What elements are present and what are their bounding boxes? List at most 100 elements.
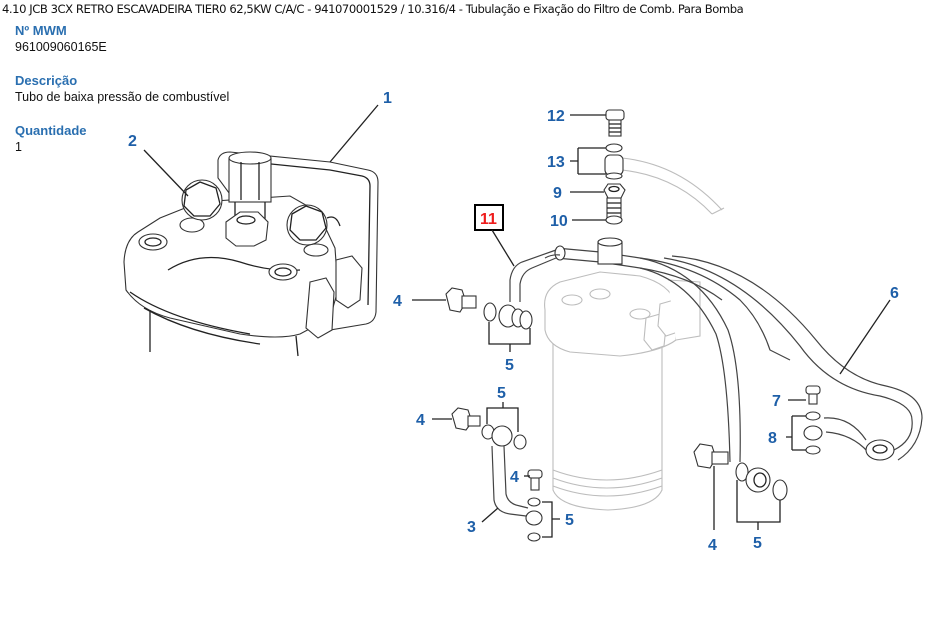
- port: [138, 233, 168, 251]
- description-label: Descrição: [15, 73, 78, 88]
- callout-12[interactable]: 12: [547, 108, 565, 125]
- bolt-7-head: [805, 385, 821, 395]
- callout-4c[interactable]: 4: [510, 469, 519, 486]
- port: [303, 243, 329, 257]
- banjo-bolt-4a-thread: [461, 295, 477, 309]
- callout-5b[interactable]: 5: [497, 385, 506, 402]
- page-title: 4.10 JCB 3CX RETRO ESCAVADEIRA TIER0 62,…: [2, 2, 744, 16]
- part-number-value: 961009060165E: [15, 40, 107, 54]
- bolt-7-thread: [808, 393, 818, 405]
- washer-5b-2: [513, 434, 527, 450]
- washer-8-bottom: [805, 445, 821, 455]
- callout-5d[interactable]: 5: [753, 535, 762, 552]
- port: [268, 263, 298, 281]
- banjo-bolt-4b: [451, 407, 481, 431]
- right-bolt-hex: [289, 205, 327, 241]
- washer-13-top: [605, 143, 623, 153]
- adapter-10: [605, 197, 623, 225]
- callout-6[interactable]: 6: [890, 285, 899, 302]
- bolt-4c: [527, 469, 543, 491]
- tube-left-fitting: [554, 245, 566, 261]
- callout-1[interactable]: 1: [383, 90, 392, 107]
- banjo-bolt-4d-thread: [711, 451, 729, 465]
- bolt-12: [605, 109, 625, 137]
- callout-3[interactable]: 3: [467, 519, 476, 536]
- small-hex: [225, 211, 269, 247]
- hex-facets: [240, 162, 260, 200]
- banjo-3-upper: [491, 425, 513, 447]
- banjo-6: [803, 425, 823, 441]
- description-value: Tubo de baixa pressão de combustível: [15, 90, 230, 104]
- washer-5d-1: [735, 462, 749, 482]
- port-inner: [274, 267, 292, 277]
- bracket-5b: [486, 402, 519, 432]
- quantity-value: 1: [15, 140, 22, 154]
- center-hex-fitting: [228, 157, 272, 203]
- bolt-2-hex: [183, 181, 221, 217]
- part-number-group: Nº MWM 961009060165E: [15, 22, 275, 56]
- nut-9: [603, 183, 626, 199]
- adapter-10-base: [605, 215, 623, 225]
- pipe-11-left: [509, 249, 557, 302]
- center-hex-top: [228, 151, 272, 165]
- pipe-11-join: [544, 254, 561, 259]
- callout-7[interactable]: 7: [772, 393, 781, 410]
- leader-1: [329, 104, 379, 163]
- description-group: Descrição Tubo de baixa pressão de combu…: [15, 72, 275, 106]
- right-bolt-thread: [326, 216, 341, 227]
- washer-5d-2: [772, 479, 788, 501]
- small-hex-top: [236, 215, 256, 225]
- callout-9[interactable]: 9: [553, 185, 562, 202]
- callout-11-box[interactable]: 11: [474, 204, 504, 231]
- body-rim: [129, 291, 251, 335]
- bracket-5a: [488, 322, 531, 352]
- side-plug-lower: [305, 277, 335, 339]
- callout-11[interactable]: 11: [480, 211, 497, 228]
- side-plug-upper: [335, 255, 363, 309]
- banjo-13: [604, 154, 624, 176]
- callout-5a[interactable]: 5: [505, 357, 514, 374]
- bolt-12-threads: [609, 123, 621, 133]
- hose-6: [663, 255, 923, 461]
- callout-4a[interactable]: 4: [393, 293, 402, 310]
- leader-6: [839, 299, 891, 375]
- port-inner: [144, 237, 162, 247]
- callout-4b[interactable]: 4: [416, 412, 425, 429]
- bolt-4c-head: [527, 469, 543, 479]
- washer-13-bottom: [605, 172, 623, 180]
- return-hose-end: [711, 207, 725, 215]
- return-hose-ghost: [621, 157, 723, 215]
- callout-5c[interactable]: 5: [565, 512, 574, 529]
- bracket-edge: [231, 159, 371, 306]
- callout-8[interactable]: 8: [768, 430, 777, 447]
- bracket-5d: [736, 480, 781, 530]
- part-number-label: Nº MWM: [15, 23, 67, 38]
- bracket-5c: [542, 501, 560, 538]
- leader-11: [491, 229, 515, 267]
- banjo-bolt-4d: [693, 443, 729, 469]
- filter-canister: [552, 328, 663, 511]
- nut-9-hole: [608, 185, 620, 193]
- leader-3: [481, 507, 499, 523]
- pipe-3: [491, 445, 529, 517]
- banjo-top-ring: [597, 237, 623, 247]
- callout-10[interactable]: 10: [550, 213, 568, 230]
- bolt-4c-thread: [530, 477, 540, 491]
- banjo-3-lower: [525, 510, 543, 526]
- washers-13: [604, 143, 624, 180]
- leader-2: [143, 149, 189, 197]
- port-ghost: [561, 294, 583, 306]
- hose-6-banjo: [865, 439, 895, 461]
- bolt-7: [805, 385, 821, 405]
- washer-5a-1: [483, 302, 497, 322]
- callout-4d[interactable]: 4: [708, 537, 717, 554]
- right-bolt-head: [286, 204, 328, 246]
- washer-5c-1: [527, 497, 541, 507]
- port: [179, 217, 205, 233]
- callout-2[interactable]: 2: [128, 133, 137, 150]
- fuel-filter-ghost: [544, 271, 701, 511]
- bracket-ghost: [667, 279, 701, 341]
- callout-13[interactable]: 13: [547, 154, 565, 171]
- bracket-8: [786, 415, 806, 451]
- part-details-panel: Nº MWM 961009060165E Descrição Tubo de b…: [15, 22, 275, 172]
